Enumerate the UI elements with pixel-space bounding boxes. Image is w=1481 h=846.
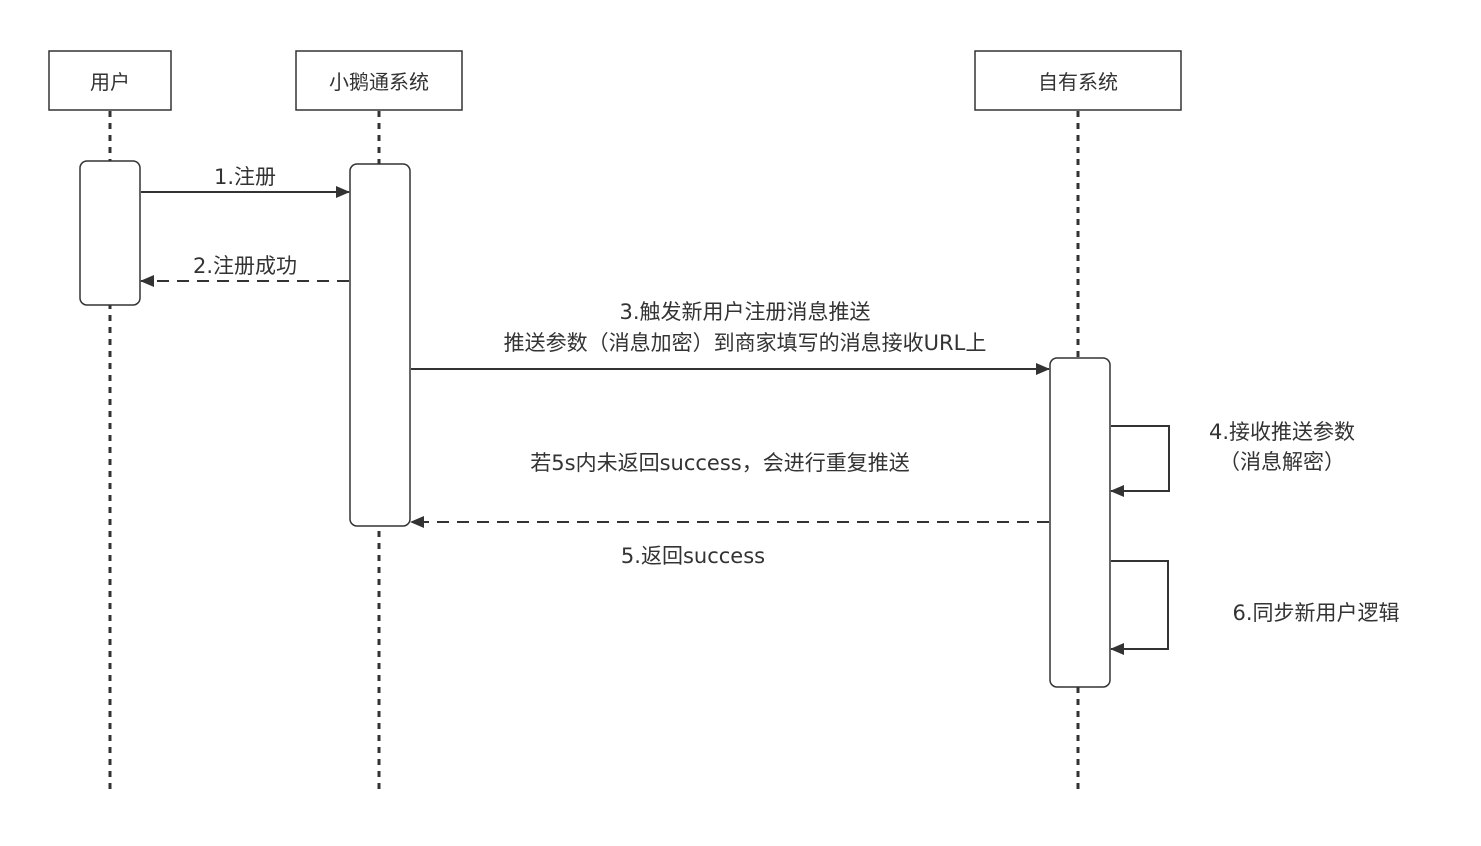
message-6-label: 6.同步新用户逻辑 bbox=[1232, 601, 1399, 625]
activation-xiaoe bbox=[349, 163, 411, 527]
participant-xiaoe: 小鹅通系统 bbox=[295, 50, 463, 111]
message-3-label-line2: 推送参数（消息加密）到商家填写的消息接收URL上 bbox=[504, 331, 987, 355]
activation-own bbox=[1049, 357, 1111, 688]
participant-xiaoe-label: 小鹅通系统 bbox=[329, 70, 429, 94]
retry-note: 若5s内未返回success，会进行重复推送 bbox=[530, 451, 909, 475]
message-5-label: 5.返回success bbox=[621, 544, 765, 568]
participant-own-label: 自有系统 bbox=[1038, 70, 1118, 94]
message-4-label-line1: 4.接收推送参数 bbox=[1209, 420, 1355, 444]
activation-user bbox=[79, 160, 141, 306]
message-6-arrow bbox=[1110, 560, 1169, 655]
participant-own: 自有系统 bbox=[974, 50, 1182, 111]
message-1-label: 1.注册 bbox=[214, 165, 276, 189]
participant-user-label: 用户 bbox=[90, 70, 130, 94]
message-4-label-line2: （消息解密） bbox=[1219, 450, 1345, 474]
message-2-label: 2.注册成功 bbox=[193, 254, 297, 278]
message-3-label-line1: 3.触发新用户注册消息推送 bbox=[619, 300, 870, 324]
message-4-arrow bbox=[1110, 425, 1170, 497]
participant-user: 用户 bbox=[48, 50, 172, 111]
